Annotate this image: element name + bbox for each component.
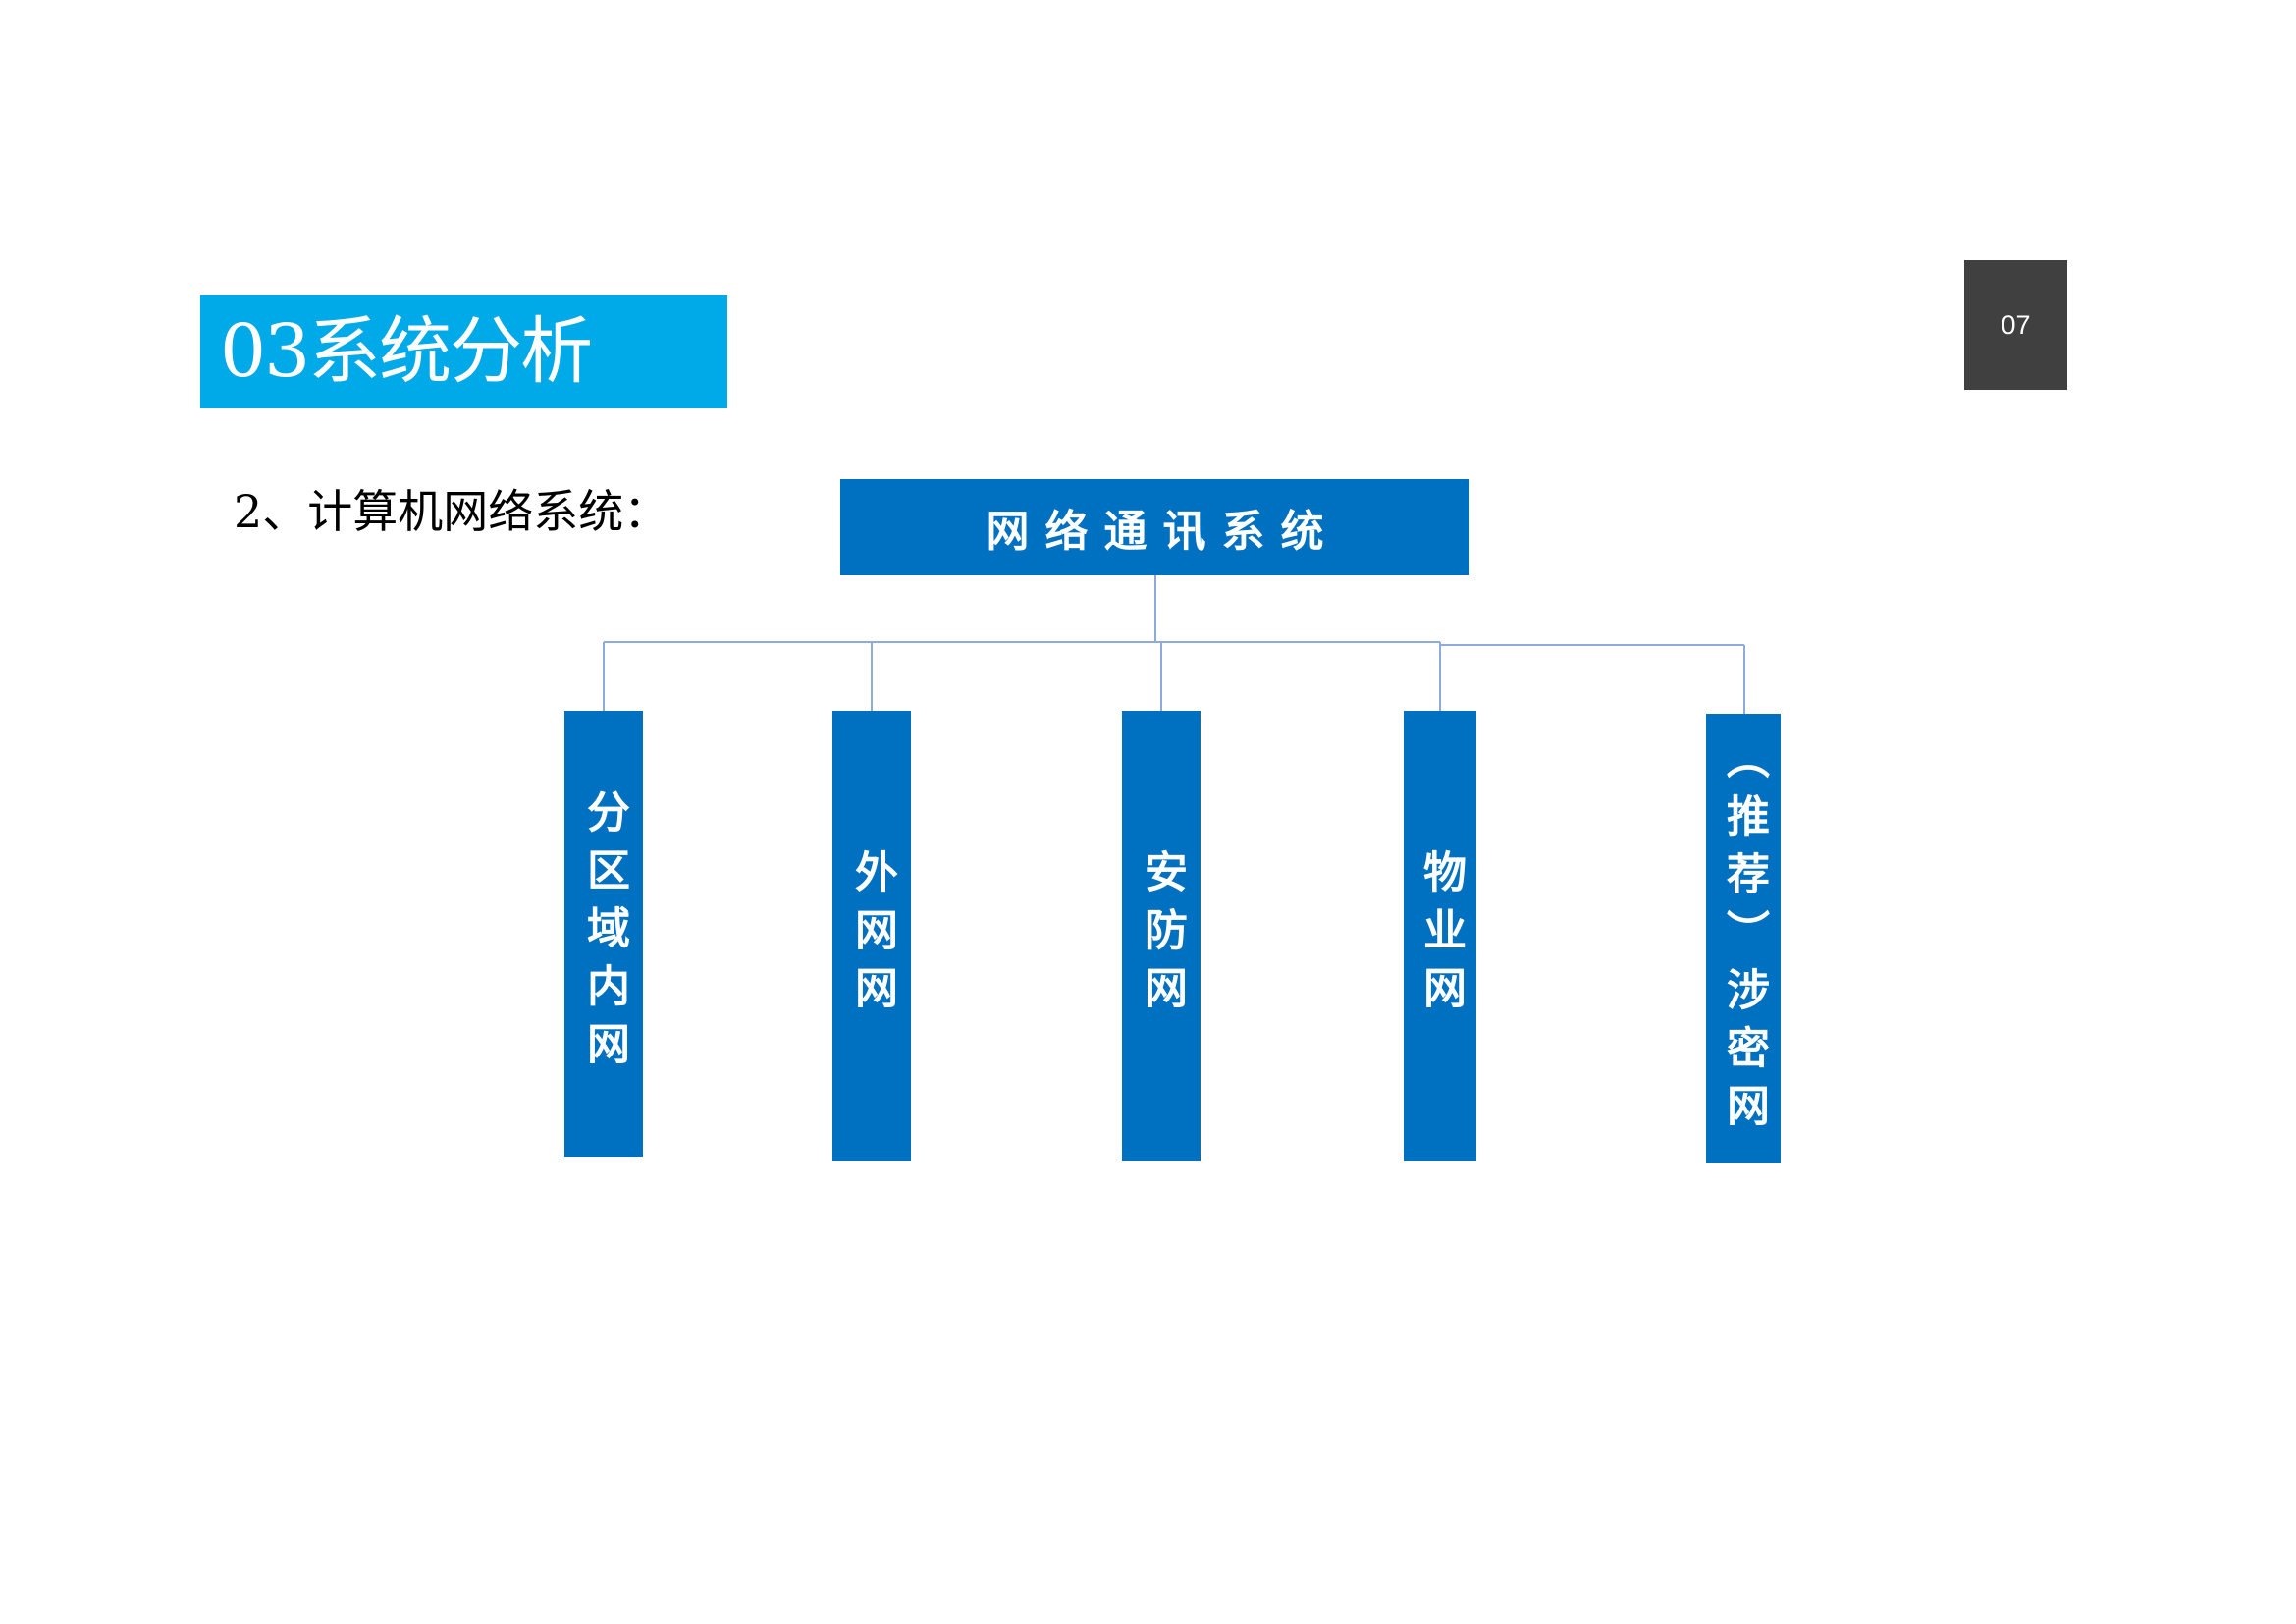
- child-node-property-network: 物业网: [1404, 711, 1476, 1161]
- page-number: 07: [2001, 309, 2031, 340]
- child-node-label: （推荐）涉密网: [1719, 735, 1769, 1141]
- root-node-network-communication: 网络通讯系统: [840, 479, 1469, 575]
- child-node-label: 物业网: [1415, 848, 1466, 1023]
- section-title: 03系统分析: [220, 309, 593, 394]
- page-number-badge: 07: [1964, 260, 2067, 390]
- subsection-heading: 2、计算机网络系统：: [234, 485, 669, 538]
- child-node-classified-network: （推荐）涉密网: [1706, 714, 1781, 1163]
- child-node-security-network: 安防网: [1122, 711, 1201, 1161]
- child-node-partition-intranet: 分区域内网: [564, 711, 643, 1157]
- section-title-banner: 03系统分析: [200, 295, 727, 408]
- child-node-external-network: 外网网: [832, 711, 911, 1161]
- child-node-label: 分区域内网: [579, 788, 629, 1079]
- child-node-label: 安防网: [1137, 848, 1187, 1023]
- root-node-label: 网络通讯系统: [986, 507, 1340, 557]
- child-node-label: 外网网: [847, 848, 897, 1023]
